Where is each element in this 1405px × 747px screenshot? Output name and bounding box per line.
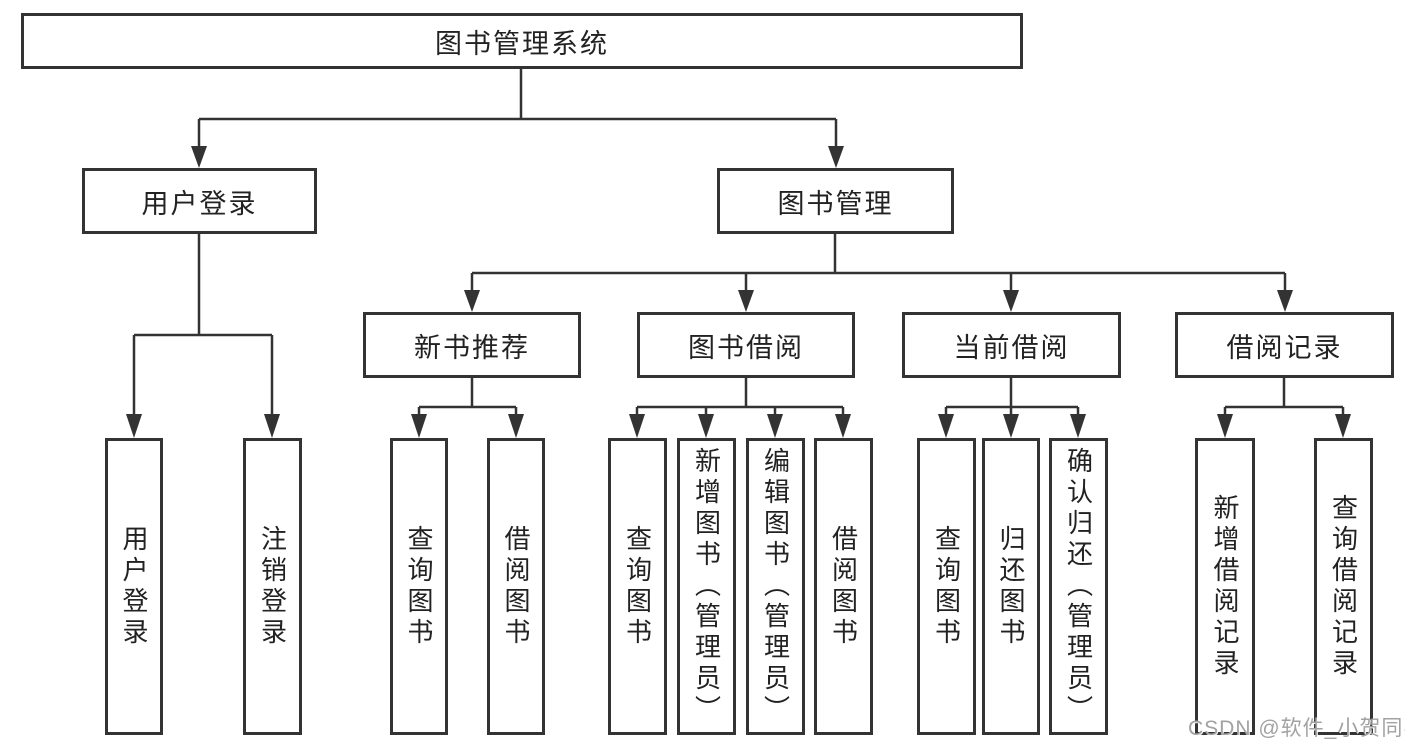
- node-label: 归还图书: [996, 524, 1026, 649]
- node-label: 图书管理: [777, 188, 894, 219]
- node-borrowing-records: 借阅记录: [1175, 312, 1394, 378]
- connector-edges: [132, 68, 1345, 416]
- leaf-query-books-borrowing: 查询图书: [608, 438, 667, 735]
- node-book-borrowing: 图书借阅: [637, 312, 855, 378]
- leaf-return-books: 归还图书: [982, 438, 1040, 735]
- leaf-confirm-return-admin: 确认归还（管理员）: [1049, 438, 1108, 735]
- node-label: 查询图书: [931, 524, 962, 649]
- node-library-management-system: 图书管理系统: [21, 13, 1023, 69]
- leaf-user-login: 用户登录: [105, 438, 163, 735]
- node-label: 图书管理系统: [435, 28, 609, 59]
- leaf-query-books-current: 查询图书: [917, 438, 976, 735]
- node-label: 新增图书（管理员）: [691, 447, 722, 726]
- node-book-management: 图书管理: [717, 168, 954, 234]
- leaf-edit-books-admin: 编辑图书（管理员）: [746, 438, 805, 735]
- node-label: 新增借阅记录: [1210, 493, 1240, 680]
- node-label: 用户登录: [141, 188, 258, 219]
- node-label: 图书借阅: [688, 332, 804, 363]
- leaf-add-books-admin: 新增图书（管理员）: [677, 438, 736, 735]
- node-label: 查询图书: [404, 524, 434, 649]
- node-label: 编辑图书（管理员）: [760, 447, 791, 726]
- leaf-borrow-books-recommend: 借阅图书: [487, 438, 545, 735]
- leaf-borrow-books: 借阅图书: [814, 438, 873, 735]
- leaf-query-books-recommend: 查询图书: [390, 438, 448, 735]
- node-user-login: 用户登录: [82, 168, 317, 234]
- node-label: 查询图书: [622, 524, 653, 649]
- node-label: 借阅图书: [501, 524, 531, 649]
- node-new-book-recommendation: 新书推荐: [363, 312, 581, 378]
- leaf-add-borrow-record: 新增借阅记录: [1195, 438, 1255, 735]
- node-label: 注销登录: [257, 524, 288, 649]
- node-label: 新书推荐: [414, 332, 530, 363]
- csdn-watermark: CSDN @软件_小贺同学: [1188, 717, 1405, 740]
- node-label: 当前借阅: [953, 332, 1070, 363]
- node-label: 用户登录: [119, 524, 149, 649]
- node-label: 查询借阅记录: [1328, 493, 1359, 680]
- node-label: 确认归还（管理员）: [1063, 447, 1094, 726]
- node-label: 借阅图书: [828, 524, 859, 649]
- node-label: 借阅记录: [1226, 332, 1343, 363]
- node-current-borrowing: 当前借阅: [902, 312, 1121, 378]
- leaf-logout: 注销登录: [243, 438, 302, 735]
- leaf-query-borrow-record: 查询借阅记录: [1314, 438, 1373, 735]
